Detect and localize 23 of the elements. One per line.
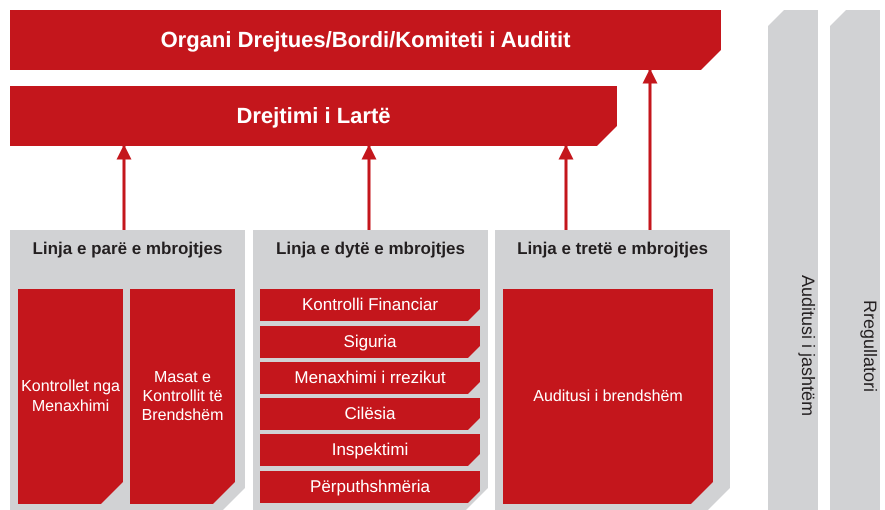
function-box: Cilësia: [260, 398, 480, 430]
panel-heading: Linja e parë e mbrojtjes: [32, 239, 224, 259]
function-box: Auditusi i brendshëm: [503, 289, 713, 504]
side-column: Rregullatori: [830, 10, 880, 510]
line-panel: [10, 230, 245, 510]
level-banner: Organi Drejtues/Bordi/Komiteti i Auditit: [10, 10, 721, 70]
line-panel: [495, 230, 730, 510]
function-box: Përputhshmëria: [260, 471, 480, 503]
panel-heading: Linja e tretë e mbrojtjes: [516, 239, 709, 259]
function-box: Inspektimi: [260, 434, 480, 466]
arrow: [642, 68, 658, 230]
arrow: [362, 144, 376, 230]
function-box: Kontrolli Financiar: [260, 289, 480, 321]
function-box: Menaxhimi i rrezikut: [260, 362, 480, 394]
line-panel: [253, 230, 488, 510]
level-banner: Drejtimi i Lartë: [10, 86, 617, 146]
function-box: Kontrollet nga Menaxhimi: [18, 289, 123, 504]
arrow: [558, 144, 574, 230]
function-box: Siguria: [260, 326, 480, 358]
function-box: Masat e Kontrollit të Brendshëm: [130, 289, 235, 504]
panel-heading: Linja e dytë e mbrojtjes: [275, 239, 466, 259]
side-column: Auditusi i jashtëm: [768, 10, 818, 510]
arrow: [116, 144, 132, 230]
